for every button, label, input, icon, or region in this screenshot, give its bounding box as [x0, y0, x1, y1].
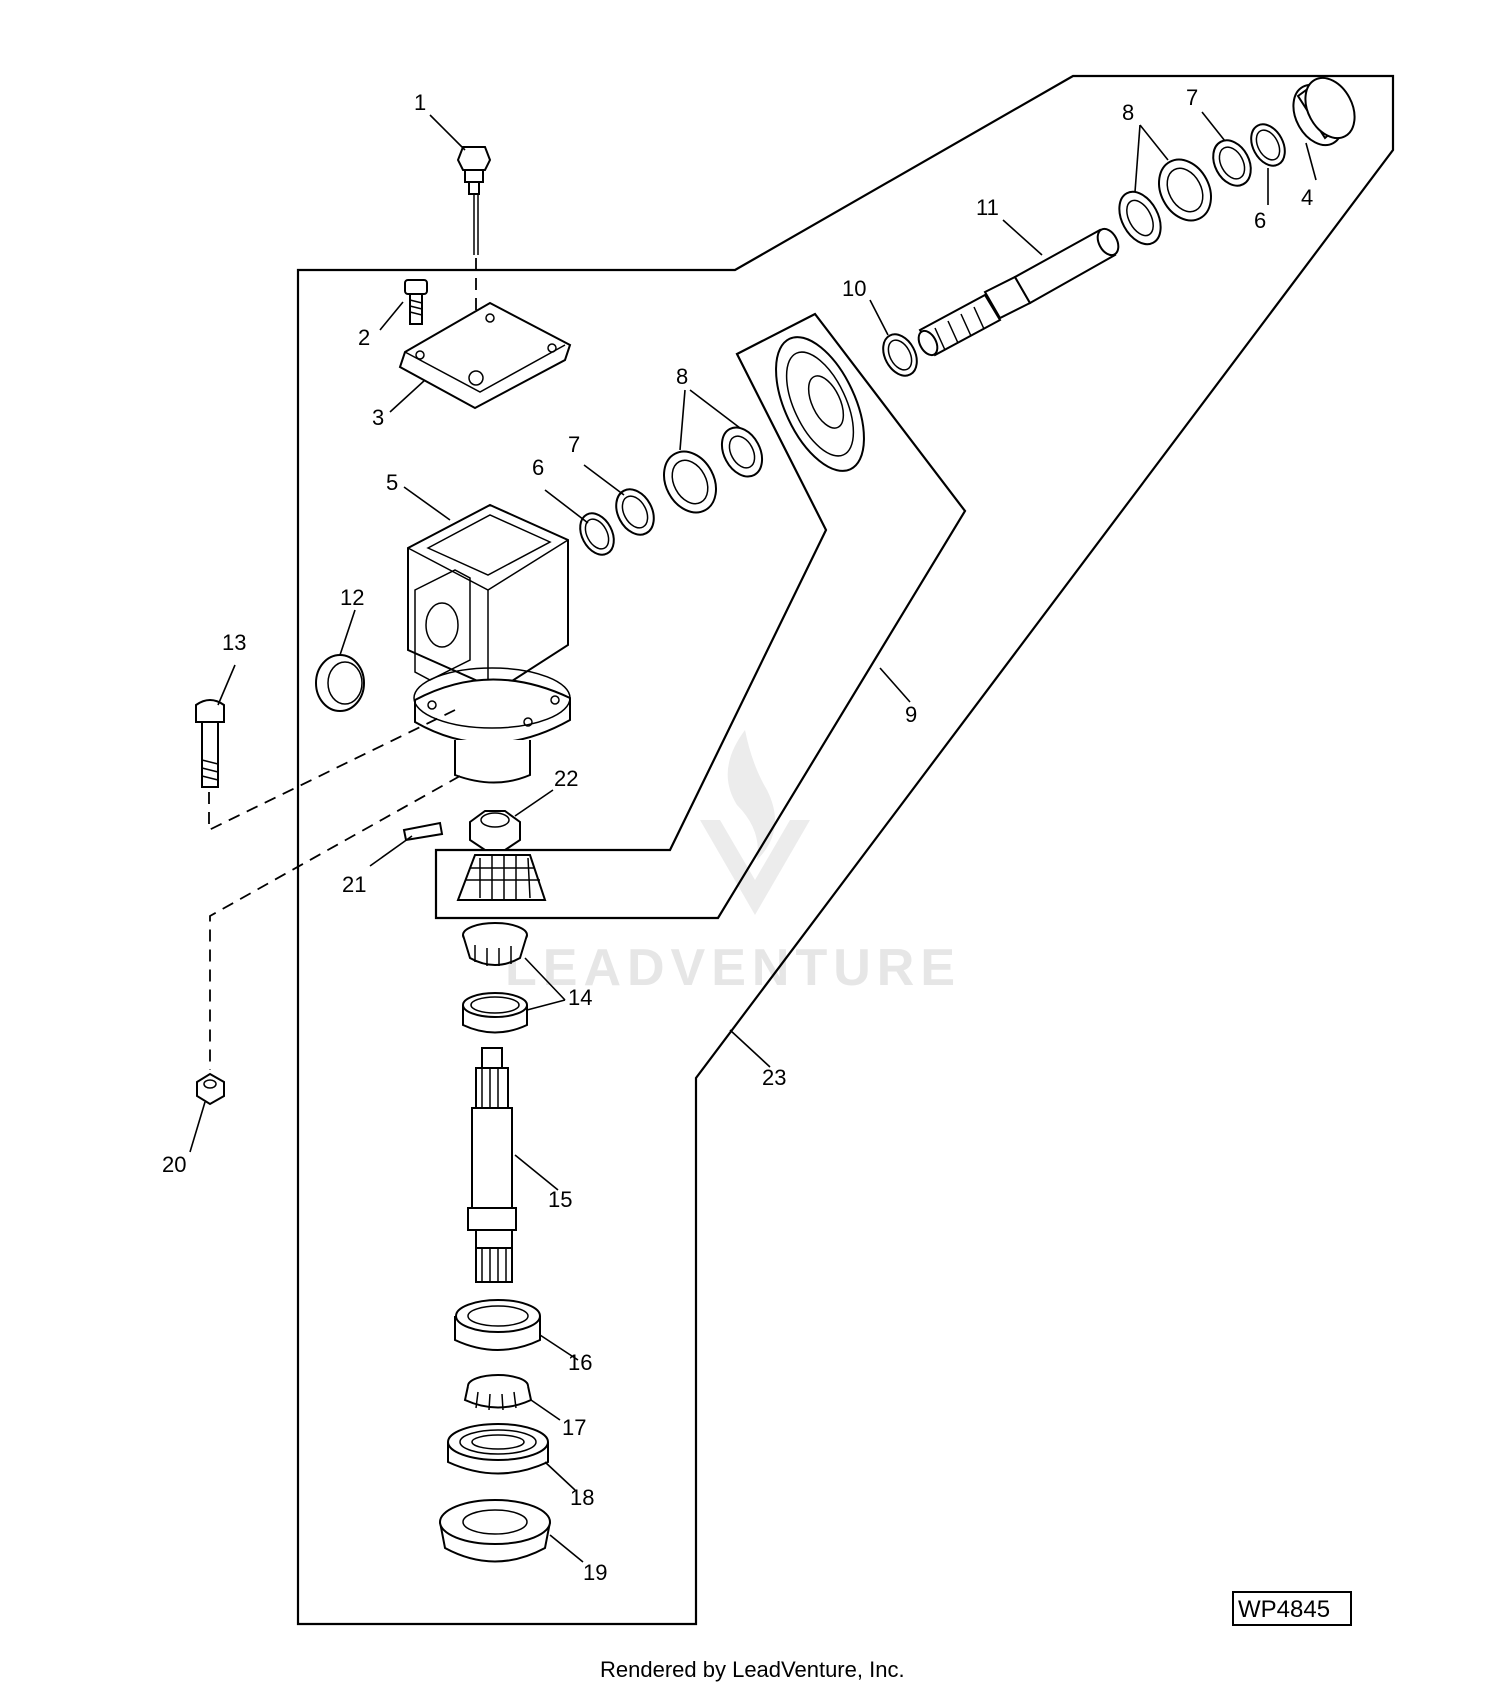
cap-part-4[interactable]	[1284, 69, 1365, 153]
callout-9: 9	[905, 702, 917, 727]
callout-22: 22	[554, 766, 578, 791]
cap-part-19[interactable]	[439, 1499, 551, 1563]
bearing-part-8-upper[interactable]	[1111, 150, 1221, 251]
assembly-outline-23	[296, 74, 1395, 1626]
callout-21: 21	[342, 872, 366, 897]
snap-ring-part-10[interactable]	[876, 329, 923, 382]
callout-7-upper: 7	[1186, 85, 1198, 110]
bolt-part-2[interactable]	[404, 279, 428, 325]
leadventure-watermark: LEADVENTURE	[505, 730, 961, 997]
callout-13: 13	[222, 630, 246, 655]
callout-17: 17	[562, 1415, 586, 1440]
callout-10: 10	[842, 276, 866, 301]
input-shaft-part-11[interactable]	[915, 225, 1123, 358]
callout-11: 11	[976, 195, 999, 220]
callout-3: 3	[372, 405, 384, 430]
callout-5: 5	[386, 470, 398, 495]
callout-2: 2	[358, 325, 370, 350]
callout-14: 14	[568, 985, 592, 1010]
callout-18: 18	[570, 1485, 594, 1510]
bolt-part-13[interactable]	[195, 699, 225, 788]
callout-8-upper: 8	[1122, 100, 1134, 125]
bearing-cup-part-16[interactable]	[454, 1299, 541, 1351]
snap-ring-part-6-upper[interactable]	[1244, 119, 1291, 172]
bearing-part-14[interactable]	[462, 922, 528, 1034]
nut-20-dashed-line	[209, 775, 461, 1070]
callout-8-lower: 8	[676, 364, 688, 389]
pin-part-21[interactable]	[402, 821, 444, 842]
callout-20: 20	[162, 1152, 186, 1177]
shim-part-7-upper[interactable]	[1206, 134, 1259, 192]
callout-labels: 1 2 3 4 5 6 6 7 7 8 8 9 10 11 12 13 14 1…	[162, 85, 1313, 1585]
gearbox-housing-part-5[interactable]	[407, 503, 571, 784]
callout-19: 19	[583, 1560, 607, 1585]
bearing-part-8-lower[interactable]	[654, 421, 770, 522]
dipstick-plug-part-1[interactable]	[456, 146, 492, 255]
callout-4: 4	[1301, 185, 1313, 210]
callout-6-lower: 6	[532, 455, 544, 480]
nut-part-20[interactable]	[196, 1072, 225, 1106]
bearing-cone-part-17[interactable]	[463, 1374, 533, 1411]
figure-code-text: WP4845	[1238, 1596, 1330, 1623]
ring-gear[interactable]	[758, 324, 882, 484]
callout-6-upper: 6	[1254, 208, 1266, 233]
watermark-text: LEADVENTURE	[505, 939, 961, 997]
callout-12: 12	[340, 585, 364, 610]
output-shaft-part-15[interactable]	[467, 1047, 517, 1283]
cover-plate-part-3[interactable]	[398, 301, 572, 410]
callout-16: 16	[568, 1350, 592, 1375]
callout-15: 15	[548, 1187, 572, 1212]
seal-part-12[interactable]	[315, 654, 365, 712]
callout-7-lower: 7	[568, 432, 580, 457]
callout-1: 1	[414, 90, 426, 115]
snap-ring-part-6-lower[interactable]	[573, 508, 620, 561]
pinion-gear[interactable]	[456, 854, 547, 901]
castle-nut-part-22[interactable]	[469, 810, 521, 851]
gear-set-outline-9	[434, 312, 967, 920]
seal-part-18[interactable]	[447, 1423, 549, 1475]
shim-part-7-lower[interactable]	[609, 483, 662, 541]
callout-23: 23	[762, 1065, 786, 1090]
rendered-by-footer: Rendered by LeadVenture, Inc.	[600, 1657, 905, 1682]
leader-lines	[189, 111, 1317, 1563]
figure-code: WP4845	[1232, 1591, 1352, 1626]
bolt-13-dashed-line	[208, 709, 456, 832]
